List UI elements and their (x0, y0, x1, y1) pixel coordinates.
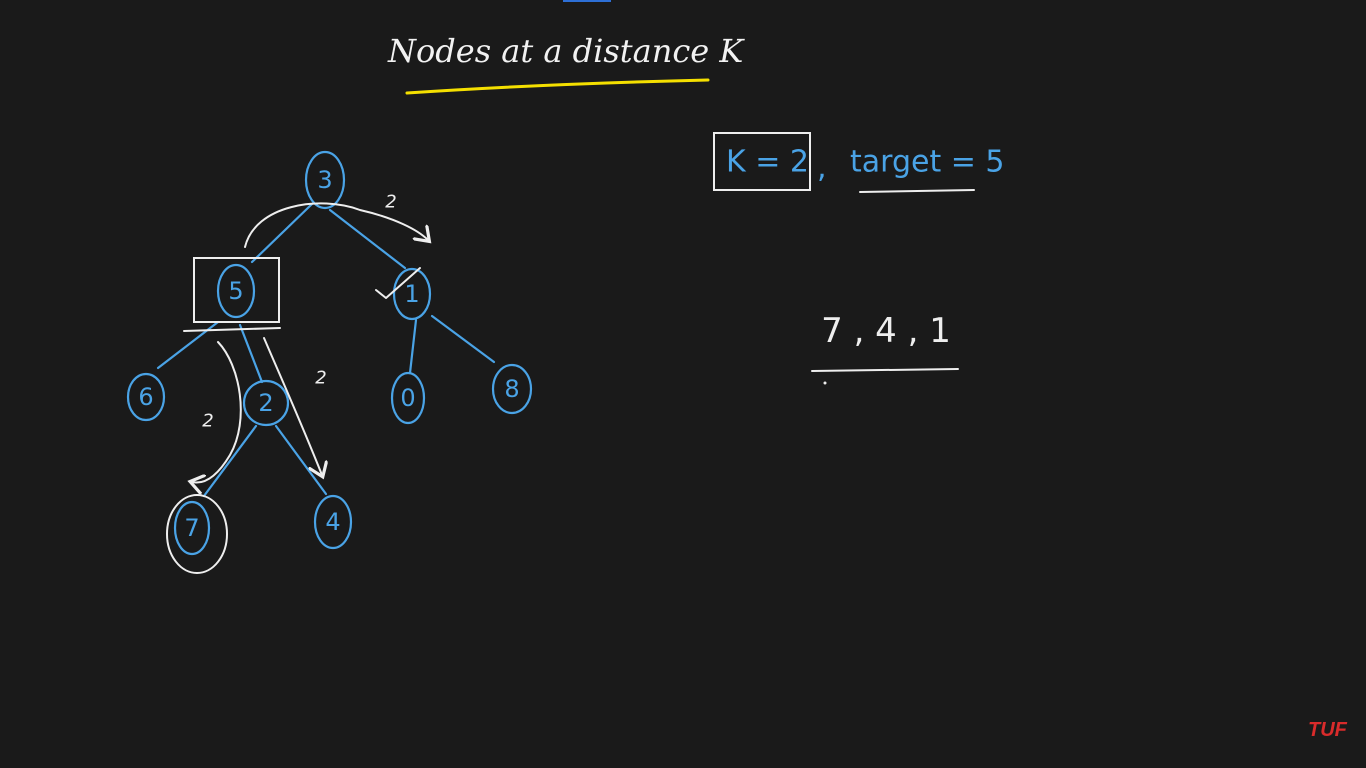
tree-node: 2 (242, 379, 290, 427)
answer-checkmark (375, 267, 421, 299)
distance-label: 2 (315, 368, 326, 389)
node-label: 1 (404, 280, 419, 308)
chalk-dot (823, 381, 827, 385)
target-value: target = 5 (850, 145, 1005, 180)
target-box-underline (183, 327, 281, 332)
page-title: Nodes at a distance K (387, 32, 745, 70)
video-progress-marker (563, 0, 611, 2)
node-label: 7 (184, 514, 199, 542)
node-label: 6 (138, 383, 153, 411)
result-underline (811, 368, 959, 372)
tree-node: 1 (392, 267, 432, 321)
tree-node: 7 (173, 500, 211, 556)
tree-node: 0 (390, 371, 426, 425)
tree-node: 4 (313, 494, 353, 550)
distance-label: 2 (202, 411, 213, 432)
target-underline (859, 189, 975, 193)
tree-node: 8 (491, 363, 533, 415)
distance-label: 2 (385, 192, 396, 213)
node-label: 2 (258, 389, 273, 417)
node-label: 0 (400, 384, 415, 412)
k-value-box (713, 132, 811, 191)
answer-circle (166, 494, 228, 574)
node-label: 3 (317, 166, 332, 194)
result-list: 7 , 4 , 1 (821, 311, 951, 351)
k-value: K = 2 (726, 145, 809, 180)
title-underline (405, 78, 710, 95)
param-separator: , (817, 151, 827, 186)
tree-node: 5 (216, 263, 256, 319)
node-label: 4 (325, 508, 340, 536)
node-label: 5 (228, 277, 243, 305)
tree-edges (156, 202, 496, 498)
channel-logo: TUF (1308, 719, 1348, 741)
tree-node: 3 (304, 150, 346, 210)
tree-node: 6 (126, 372, 166, 422)
node-label: 8 (504, 375, 519, 403)
distance-arrows (192, 202, 428, 482)
target-highlight-box (193, 257, 280, 323)
